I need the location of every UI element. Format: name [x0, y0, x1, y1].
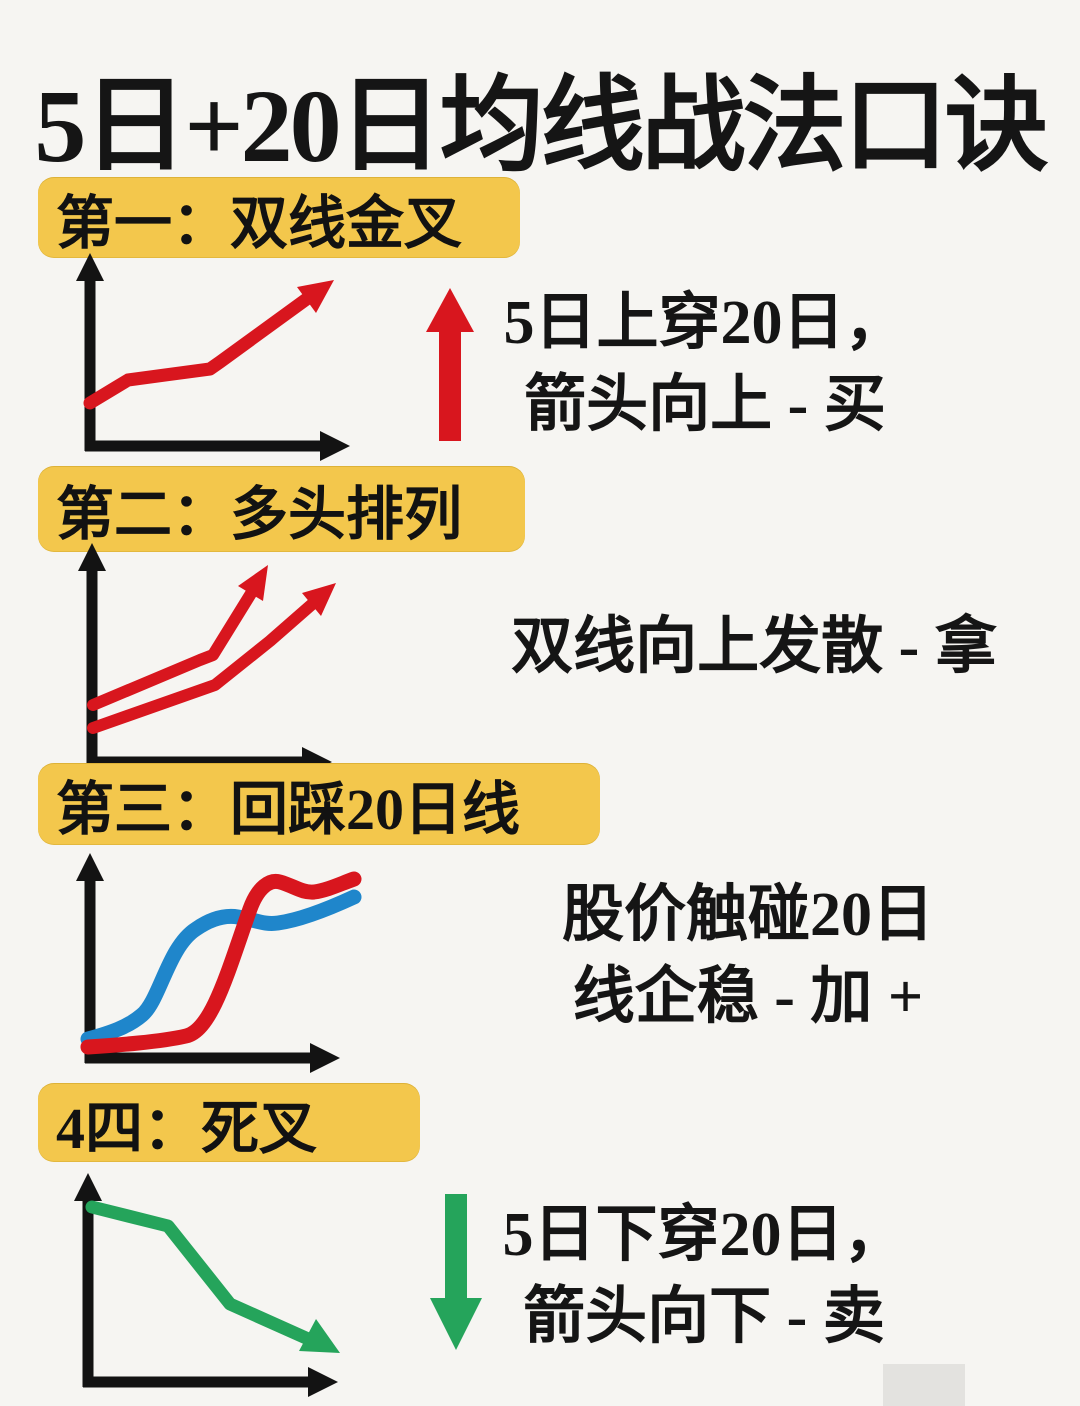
watermark-square	[883, 1364, 965, 1406]
note-line: 箭头向下 - 卖	[523, 1283, 885, 1351]
note-pullback: 股价触碰20日 线企稳 - 加 +	[522, 874, 974, 1038]
section-heading-bullish-alignment: 第二：多头排列	[38, 466, 525, 552]
note-death-cross: 5日下穿20日， 箭头向下 - 卖	[478, 1194, 930, 1358]
note-line: 双线向上发散 - 拿	[511, 613, 997, 681]
ma20-blue-curve	[80, 889, 362, 1047]
note-golden-cross: 5日上穿20日， 箭头向上 - 买	[480, 282, 930, 446]
section-heading-label: 第二：多头排列	[56, 482, 463, 547]
red-up-arrow-icon	[426, 288, 474, 441]
note-line: 5日上穿20日，	[503, 289, 907, 357]
falling-green-line	[85, 1200, 340, 1353]
section-heading-label: 第三：回踩20日线	[56, 777, 521, 842]
lower-rising-line	[87, 583, 336, 734]
chart-golden-cross	[76, 253, 350, 461]
section-heading-label: 第一：双线金叉	[56, 190, 463, 256]
ma5-rising-line	[83, 280, 334, 410]
chart-pullback-20day	[76, 853, 362, 1073]
page-title: 5日+20日均线战法口诀	[34, 69, 1048, 184]
price-red-curve	[80, 871, 362, 1055]
section-heading-golden-cross: 第一：双线金叉	[38, 177, 520, 258]
axes	[76, 253, 350, 461]
note-line: 箭头向上 - 买	[524, 371, 886, 439]
chart-bullish-alignment	[78, 543, 336, 775]
note-bullish-alignment: 双线向上发散 - 拿	[468, 606, 1040, 688]
chart-death-cross	[74, 1173, 340, 1397]
green-down-arrow-icon	[430, 1194, 482, 1350]
upper-rising-line	[87, 565, 268, 711]
axes	[74, 1173, 338, 1397]
section-heading-label: 4四：死叉	[56, 1095, 318, 1161]
note-line: 5日下穿20日，	[502, 1201, 906, 1269]
section-heading-death-cross: 4四：死叉	[38, 1083, 420, 1162]
section-heading-pullback: 第三：回踩20日线	[38, 763, 600, 845]
note-line: 线企稳 - 加 +	[572, 963, 924, 1031]
note-line: 股价触碰20日	[561, 881, 934, 949]
